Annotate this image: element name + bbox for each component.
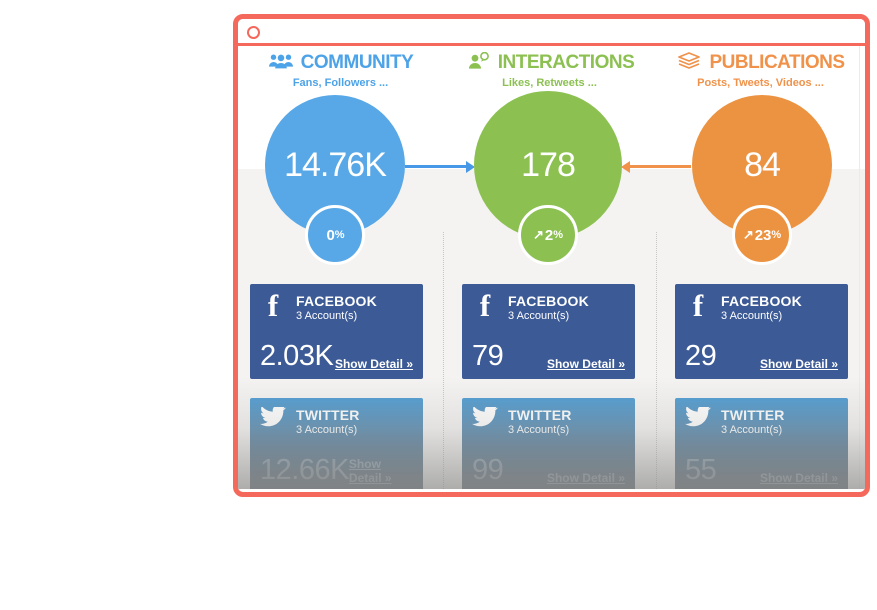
flow-arrow-publications-to-interactions [621, 160, 691, 173]
window-dot-icon [247, 26, 260, 39]
show-detail-link[interactable]: Show Detail » [759, 357, 838, 371]
person-chat-icon [465, 51, 491, 74]
card-accounts: 3 Account(s) [508, 310, 570, 322]
kpi-subtitle: Fans, Followers ... [292, 77, 389, 89]
scrollbar-track[interactable] [859, 46, 860, 489]
dashboard: COMMUNITY Fans, Followers ... 14.76K 0% … [238, 46, 865, 489]
card-value: 55 [685, 454, 717, 486]
card-accounts: 3 Account(s) [296, 424, 358, 436]
trend-value: 23 [754, 226, 772, 244]
card-network-name: FACEBOOK [296, 293, 377, 309]
card-value: 99 [472, 454, 504, 486]
window-titlebar [238, 19, 865, 46]
trend-unit: % [553, 229, 564, 241]
kpi-trend-badge: ↗2% [518, 205, 578, 265]
column-divider [656, 232, 657, 489]
trend-arrow-icon: ↗ [742, 227, 754, 242]
card-network-name: FACEBOOK [508, 293, 589, 309]
kpi-column-community: COMMUNITY Fans, Followers ... 14.76K 0% … [238, 46, 443, 489]
kpi-total-value: 178 [521, 145, 576, 184]
card-accounts: 3 Account(s) [721, 310, 783, 322]
trend-unit: % [771, 229, 782, 241]
show-detail-link[interactable]: Show Detail » [546, 471, 625, 485]
kpi-title: INTERACTIONS [497, 52, 635, 73]
kpi-column-interactions: INTERACTIONS Likes, Retweets ... 178 ↗2%… [443, 46, 656, 489]
kpi-total-value: 84 [744, 145, 781, 184]
kpi-header: INTERACTIONS Likes, Retweets ... [443, 51, 656, 89]
show-detail-link[interactable]: Show Detail » [348, 457, 392, 485]
card-value: 79 [472, 340, 504, 372]
card-accounts: 3 Account(s) [508, 424, 570, 436]
trend-arrow-icon: ↗ [532, 227, 544, 242]
card-network-name: TWITTER [296, 407, 360, 423]
kpi-title: COMMUNITY [300, 52, 414, 73]
card-accounts: 3 Account(s) [721, 424, 783, 436]
kpi-column-publications: PUBLICATIONS Posts, Tweets, Videos ... 8… [656, 46, 865, 489]
kpi-title: PUBLICATIONS [709, 52, 845, 73]
layers-icon [676, 52, 702, 74]
people-icon [268, 52, 294, 74]
kpi-trend-badge: 0% [305, 205, 365, 265]
facebook-card: f FACEBOOK 3 Account(s) 29 Show Detail » [675, 284, 848, 379]
card-network-name: TWITTER [508, 407, 572, 423]
trend-value: 0 [326, 226, 335, 244]
kpi-subtitle: Posts, Tweets, Videos ... [697, 77, 824, 89]
card-value: 29 [685, 340, 717, 372]
facebook-icon: f [479, 288, 491, 323]
twitter-card: TWITTER 3 Account(s) 55 Show Detail » [675, 398, 848, 489]
card-value: 2.03K [260, 340, 334, 372]
flow-arrow-community-to-interactions [405, 160, 475, 173]
kpi-header: PUBLICATIONS Posts, Tweets, Videos ... [656, 52, 865, 89]
card-value: 12.66K [260, 454, 349, 486]
card-network-name: FACEBOOK [721, 293, 802, 309]
card-accounts: 3 Account(s) [296, 310, 358, 322]
trend-value: 2 [544, 226, 554, 244]
facebook-icon: f [267, 288, 279, 323]
kpi-trend-badge: ↗23% [732, 205, 792, 265]
app-window: COMMUNITY Fans, Followers ... 14.76K 0% … [233, 14, 870, 497]
kpi-total-value: 14.76K [284, 145, 387, 184]
twitter-icon [685, 405, 711, 434]
facebook-card: f FACEBOOK 3 Account(s) 2.03K Show Detai… [250, 284, 423, 379]
facebook-icon: f [692, 288, 704, 323]
trend-unit: % [334, 229, 345, 241]
column-divider [443, 232, 444, 489]
show-detail-link[interactable]: Show Detail » [546, 357, 625, 371]
twitter-card: TWITTER 3 Account(s) 12.66K Show Detail … [250, 398, 423, 489]
show-detail-link[interactable]: Show Detail » [334, 357, 413, 371]
twitter-icon [472, 405, 498, 434]
twitter-icon [260, 405, 286, 434]
kpi-header: COMMUNITY Fans, Followers ... [238, 52, 443, 89]
card-network-name: TWITTER [721, 407, 785, 423]
show-detail-link[interactable]: Show Detail » [759, 471, 838, 485]
twitter-card: TWITTER 3 Account(s) 99 Show Detail » [462, 398, 635, 489]
kpi-subtitle: Likes, Retweets ... [502, 77, 597, 89]
facebook-card: f FACEBOOK 3 Account(s) 79 Show Detail » [462, 284, 635, 379]
